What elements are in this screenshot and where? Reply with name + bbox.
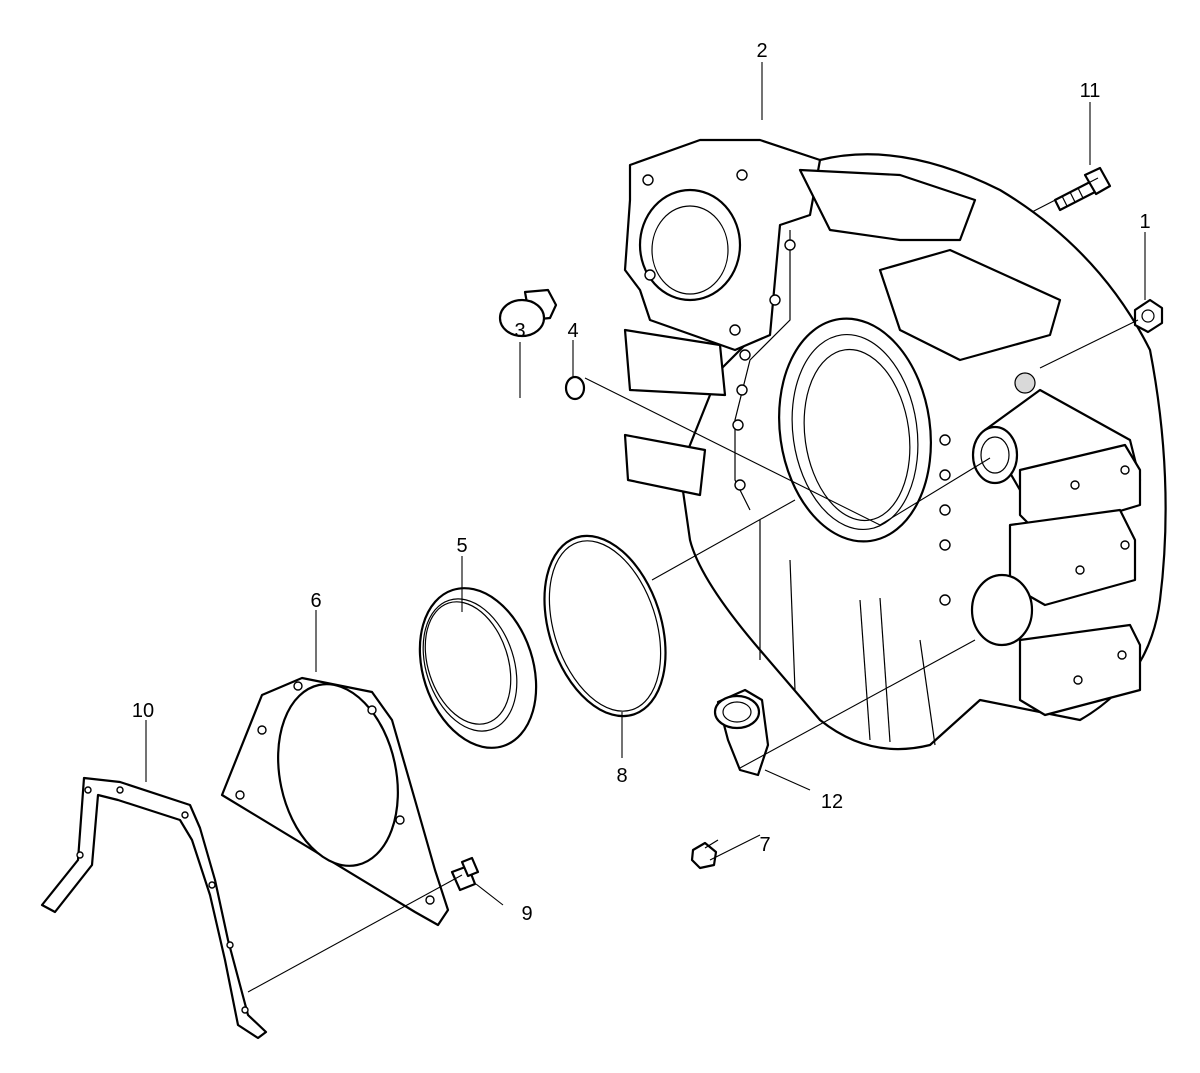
callout-11: 11: [1080, 80, 1101, 102]
callout-8: 8: [616, 765, 627, 787]
callout-5: 5: [456, 535, 467, 557]
callout-labels: 1 2 3 4 5 6 7 8 9 10 11 12: [132, 40, 1151, 925]
callout-10: 10: [132, 700, 154, 722]
flywheel-housing: [623, 138, 1167, 751]
o-ring-part-8: [543, 534, 667, 718]
callout-6: 6: [310, 590, 321, 612]
leader-lines: [145, 62, 1146, 993]
washer-part-4: [564, 375, 586, 401]
callout-4: 4: [567, 320, 578, 342]
cover-part-12: [713, 688, 770, 777]
gasket-part-10: [40, 776, 268, 1040]
oil-seal-part-5: [418, 587, 538, 749]
callout-7: 7: [759, 834, 770, 856]
callout-1: 1: [1139, 211, 1150, 233]
callout-2: 2: [756, 40, 767, 62]
seal-retainer-part-6: [220, 676, 450, 927]
bolt-part-7: [690, 839, 719, 870]
nut-part-1: [1133, 298, 1164, 334]
bolt-part-9: [450, 856, 480, 892]
callout-12: 12: [821, 791, 843, 813]
callout-9: 9: [521, 903, 532, 925]
plug-part-3: [498, 288, 558, 338]
bolt-part-11: [1053, 166, 1112, 212]
callout-3: 3: [514, 320, 525, 342]
